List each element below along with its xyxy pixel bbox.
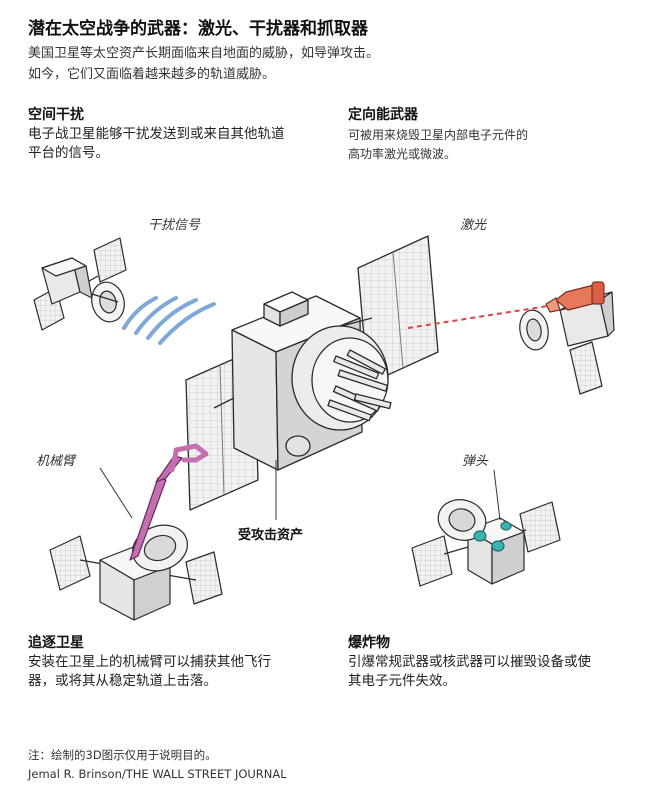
subtitle-line-1: 美国卫星等太空资产长期面临来自地面的威胁，如导弹攻击。 [28,46,380,61]
laser-label: 激光 [460,218,487,233]
laser-satellite [519,281,615,395]
jammer-body: 电子战卫星能够干扰发送到或来自其他轨道平台的信号。 [28,126,285,161]
robotic-arm-leader [99,467,133,519]
laser-emitter [545,281,605,313]
jamming-signal-label: 干扰信号 [148,218,201,233]
page-title: 潜在太空战争的武器：激光、干扰器和抓取器 [28,19,368,39]
subtitle-line-2: 如今，它们又面临着越来越多的轨道威胁。 [28,67,276,82]
chaser-satellite [49,524,223,621]
laser-beam [407,305,549,329]
robotic-arm-label: 机械臂 [36,454,76,469]
chaser-body: 安装在卫星上的机械臂可以捕获其他飞行器，或将其从稳定轨道上击落。 [28,654,271,689]
target-asset-label: 受攻击资产 [238,528,304,543]
directed-energy-heading: 定向能武器 [348,107,418,123]
jammer-heading: 空间干扰 [28,107,84,123]
robotic-arm [129,443,209,561]
warhead-leader [493,469,501,521]
credit: Jemal R. Brinson/THE WALL STREET JOURNAL [28,767,287,781]
footnote: 注：绘制的3D图示仅用于说明目的。 [28,748,217,762]
jamming-waves [122,296,216,345]
warhead-label: 弹头 [462,454,489,469]
explosive-heading: 爆炸物 [348,635,390,651]
warhead-satellite [411,499,561,587]
explosive-body: 引爆常规武器或核武器可以摧毁设备或使其电子元件失效。 [348,654,591,689]
warhead [473,521,512,552]
directed-energy-body-2: 高功率激光或微波。 [348,147,457,161]
target-satellite [185,235,439,511]
jammer-satellite [33,237,127,331]
chaser-heading: 追逐卫星 [28,635,84,651]
directed-energy-body-1: 可被用来烧毁卫星内部电子元件的 [348,128,529,142]
